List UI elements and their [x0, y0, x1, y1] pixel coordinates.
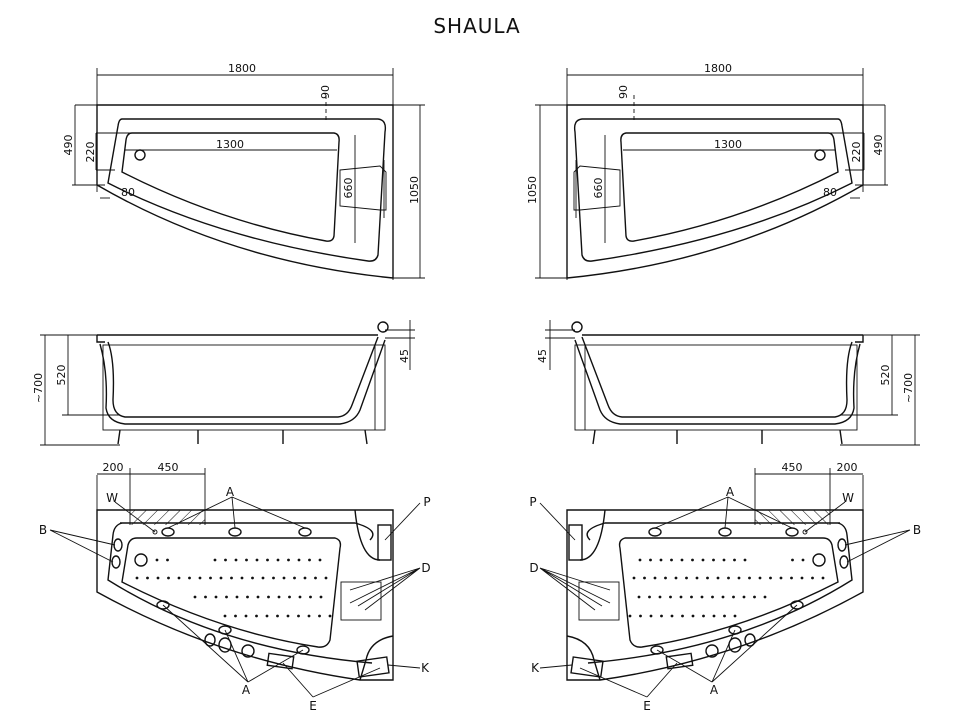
dim-80: 80: [823, 186, 837, 199]
label-k: K: [421, 661, 430, 675]
dim-45: 45: [398, 349, 411, 363]
left-dimension-labels: 1800 90 490 220 1300 660 1050 80 ~700 52…: [32, 62, 431, 713]
right-dimension-labels: 1800 90 490 220 1300 660 1050 80 ~700 52…: [526, 62, 921, 713]
dim-200: 200: [103, 461, 124, 474]
dim-220: 220: [850, 142, 863, 163]
dim-520: 520: [879, 365, 892, 386]
dim-450: 450: [782, 461, 803, 474]
dim-90: 90: [617, 85, 630, 99]
dim-80: 80: [121, 186, 135, 199]
drawing-title: SHAULA: [433, 14, 520, 38]
label-a-bottom: A: [242, 683, 251, 697]
dim-90: 90: [319, 85, 332, 99]
label-d: D: [421, 561, 430, 575]
dim-660: 660: [342, 178, 355, 199]
dim-1050: 1050: [408, 176, 421, 204]
label-w: W: [842, 491, 854, 505]
label-a-top: A: [226, 485, 235, 499]
dim-520: 520: [55, 365, 68, 386]
dim-1050: 1050: [526, 176, 539, 204]
label-p: P: [529, 495, 536, 509]
label-e: E: [309, 699, 317, 713]
dim-1300: 1300: [714, 138, 742, 151]
label-a-top: A: [726, 485, 735, 499]
label-w: W: [106, 491, 118, 505]
dim-45: 45: [536, 349, 549, 363]
dim-660: 660: [592, 178, 605, 199]
label-a-bottom: A: [710, 683, 719, 697]
dim-220: 220: [84, 142, 97, 163]
dim-490: 490: [62, 135, 75, 156]
label-k: K: [531, 661, 540, 675]
dim-450: 450: [158, 461, 179, 474]
label-e: E: [643, 699, 651, 713]
dim-200: 200: [837, 461, 858, 474]
label-d: D: [529, 561, 538, 575]
dim-length: 1800: [228, 62, 256, 75]
dim-1300: 1300: [216, 138, 244, 151]
label-b: B: [913, 523, 921, 537]
label-b: B: [39, 523, 47, 537]
dim-length: 1800: [704, 62, 732, 75]
dim-700: ~700: [902, 373, 915, 403]
dim-700: ~700: [32, 373, 45, 403]
dim-490: 490: [872, 135, 885, 156]
label-p: P: [423, 495, 430, 509]
left-hand-tub-drawing: [39, 67, 426, 698]
